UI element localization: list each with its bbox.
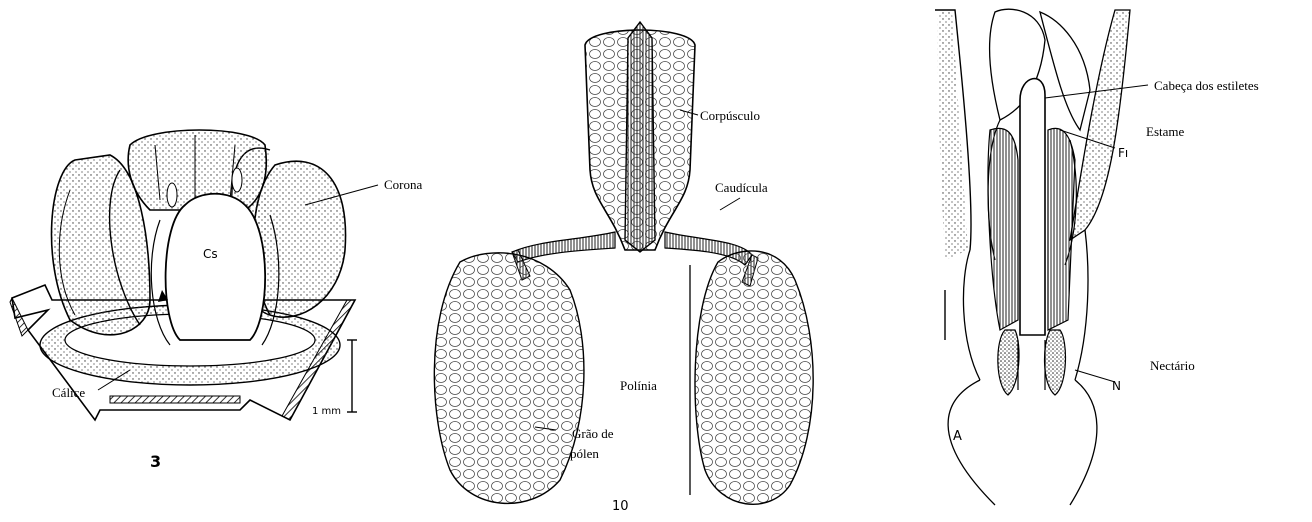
caudicula-label: Caudícula bbox=[715, 180, 768, 195]
panel-letter-a: A bbox=[953, 429, 962, 444]
nectario-leader-line bbox=[1075, 370, 1115, 382]
corpusculum bbox=[585, 22, 695, 252]
nectaries bbox=[998, 330, 1066, 395]
mark-f: Fı bbox=[1118, 146, 1128, 160]
mark-n: N bbox=[1112, 379, 1121, 393]
style-head bbox=[1020, 79, 1045, 335]
figure-number-3: 3 bbox=[150, 452, 161, 471]
grao-label-line2: pólen bbox=[570, 446, 599, 461]
grao-label-line1: Grão de bbox=[572, 426, 614, 441]
polinia-label: Polínia bbox=[620, 378, 657, 393]
gynostegium-section-panel: Fı N A Cabeça dos estiletes Estame Nectá… bbox=[935, 9, 1259, 505]
scale-label: 1 mm bbox=[312, 406, 341, 417]
estame-label: Estame bbox=[1146, 124, 1184, 139]
corona-label: Corona bbox=[384, 177, 423, 192]
cabeca-label: Cabeça dos estiletes bbox=[1154, 78, 1259, 93]
caudicula-leader-line bbox=[720, 198, 740, 210]
pollinarium-panel: Corpúsculo Caudícula Polínia Grão de pól… bbox=[434, 22, 813, 514]
corpusculo-label: Corpúsculo bbox=[700, 108, 760, 123]
flower-panel: Cs 1 mm Corona Cálice 3 bbox=[10, 130, 423, 471]
column-letter: Cs bbox=[203, 247, 218, 261]
nectario-label: Nectário bbox=[1150, 358, 1195, 373]
figure-number-10: 10 bbox=[612, 499, 629, 514]
calice-label: Cálice bbox=[52, 385, 85, 400]
